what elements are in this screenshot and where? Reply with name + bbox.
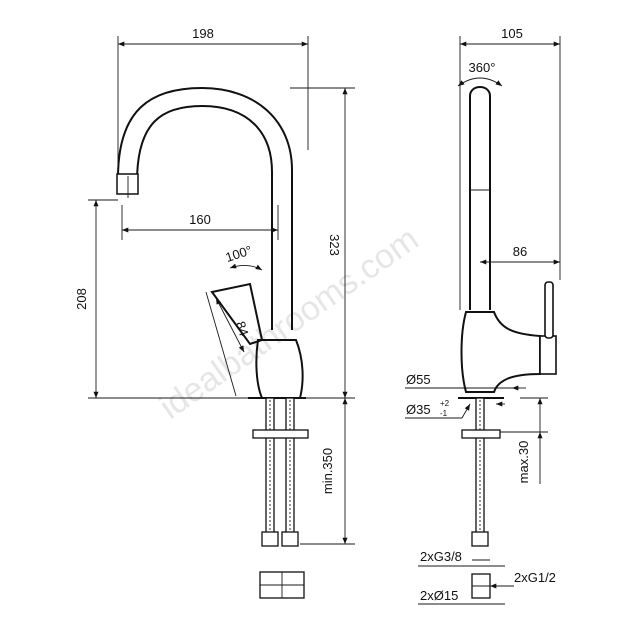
dim-height-spout: 208	[74, 288, 89, 310]
dim-width-overall: 198	[192, 26, 214, 41]
dim-hole-diameter: Ø35	[406, 402, 431, 417]
dim-pipe-diameter: 2xØ15	[420, 588, 458, 603]
watermark: idealbathrooms.com	[153, 220, 426, 427]
fixing-plate	[252, 429, 309, 439]
dim-swivel: 360°	[469, 60, 496, 75]
dim-connection-thread: 2xG3/8	[420, 549, 462, 564]
dim-spout-reach: 160	[189, 212, 211, 227]
hose-nut-side	[471, 531, 489, 547]
dim-hose-length: min.350	[320, 448, 335, 494]
aerator	[116, 173, 139, 195]
dim-deck-thickness: max.30	[516, 441, 531, 484]
spout	[117, 86, 293, 330]
fixing-plate-side	[461, 429, 501, 439]
dim-height-total: 323	[327, 234, 342, 256]
dim-supply-thread: 2xG1/2	[514, 570, 556, 585]
lever-side	[544, 281, 554, 339]
hose-nut-right	[281, 531, 299, 547]
dim-lever-angle: 100°	[224, 242, 254, 265]
tolerance-minus: -1	[440, 409, 448, 418]
hose-nut-left	[261, 531, 279, 547]
dim-depth: 105	[501, 26, 523, 41]
tolerance-plus: +2	[440, 399, 450, 408]
spout-side	[469, 86, 491, 310]
cartridge-cap	[539, 335, 557, 375]
dim-base-diameter: Ø55	[406, 372, 431, 387]
tap-body-side	[460, 311, 541, 393]
side-view: 105 360° 86 Ø55 Ø35 +2 -1 max.30 2xG3/8 …	[405, 26, 561, 605]
front-view: 198 160 323 208 100° 84 min.350	[74, 26, 355, 599]
dim-lever-length: 84	[233, 319, 252, 337]
dim-lever-offset: 86	[513, 244, 527, 259]
